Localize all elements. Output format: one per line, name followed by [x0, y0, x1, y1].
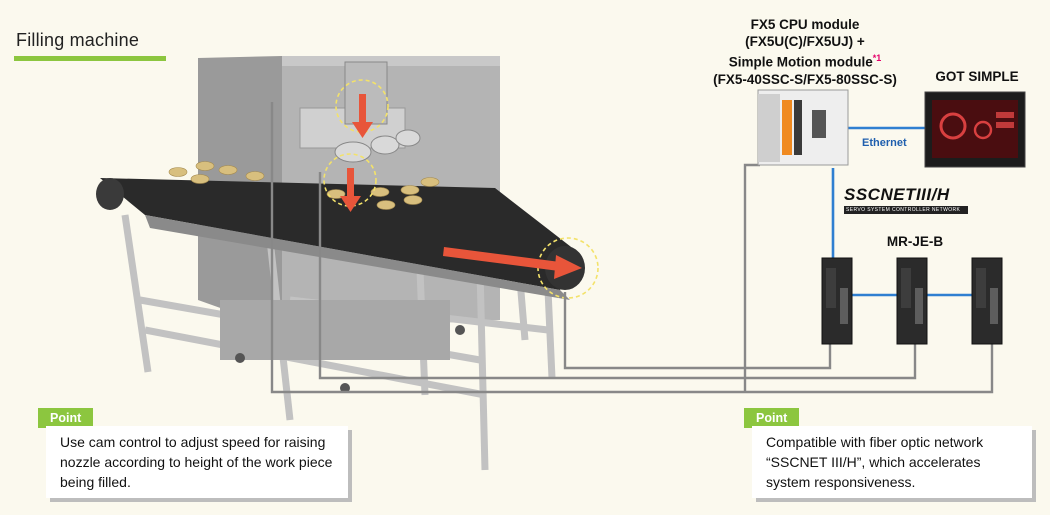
- cpu-label-line-3: Simple Motion module*1: [690, 50, 920, 71]
- caster-wheel: [455, 325, 465, 335]
- lower-cabinet: [220, 300, 450, 360]
- point-box-left: Use cam control to adjust speed for rais…: [46, 426, 348, 498]
- title-underline: [14, 56, 166, 61]
- conveyor-side-rail: [145, 215, 570, 300]
- fx5-cpu-module: [757, 89, 849, 166]
- nozzle-cup: [395, 129, 421, 147]
- point-box-right: Compatible with fiber optic network “SSC…: [752, 426, 1032, 498]
- nozzle-cup: [370, 135, 400, 155]
- sscnet-logo-text: SSCNETIII/H: [844, 185, 950, 204]
- nozzle-cup: [334, 141, 372, 163]
- cpu-label-line-1: FX5 CPU module: [750, 17, 860, 32]
- conveyor-end-roller: [96, 178, 124, 210]
- point-tag-right: Point: [744, 408, 800, 428]
- cpu-label-line-3-text: Simple Motion module: [728, 54, 873, 70]
- point-tag-left: Point: [38, 408, 94, 428]
- servo-amplifiers: [821, 257, 1003, 345]
- page-title: Filling machine: [16, 30, 140, 50]
- footnote-marker: *1: [872, 53, 882, 63]
- got-simple-hmi: [924, 91, 1026, 168]
- motion-arrows: [340, 94, 582, 279]
- sscnet-logo: SSCNETIII/H SERVO SYSTEM CONTROLLER NETW…: [844, 185, 968, 214]
- caster-wheel: [340, 383, 350, 393]
- ethernet-label: Ethernet: [862, 137, 907, 149]
- network-links: [831, 126, 972, 297]
- cpu-label-line-2: (FX5U(C)/FX5UJ) +: [745, 34, 865, 49]
- servo-label: MR-JE-B: [886, 234, 944, 249]
- cabinet-top: [282, 56, 500, 66]
- cpu-module-label: FX5 CPU module (FX5U(C)/FX5UJ) + Simple …: [690, 16, 920, 88]
- sscnet-logo-subtitle: SERVO SYSTEM CONTROLLER NETWORK: [844, 206, 968, 214]
- caster-wheel: [235, 353, 245, 363]
- conveyor-belt: [100, 178, 575, 290]
- cpu-label-line-4: (FX5-40SSC-S/FX5-80SSC-S): [713, 71, 897, 87]
- got-label: GOT SIMPLE: [935, 69, 1019, 84]
